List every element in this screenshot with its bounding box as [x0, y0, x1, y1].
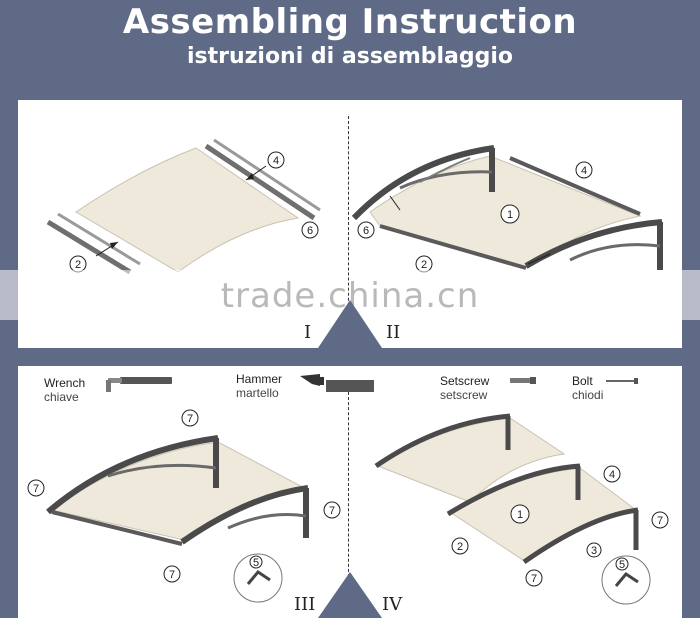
tool-wrench: Wrench chiave [44, 376, 85, 404]
part-1-label: 1 [507, 209, 513, 221]
notch-top [318, 300, 382, 348]
tool-setscrew: Setscrew setscrew [440, 374, 489, 402]
part-6-marker [357, 221, 375, 239]
part-4-label: 4 [273, 155, 279, 167]
svg-text:5: 5 [619, 559, 625, 571]
bolt-icon [606, 378, 638, 384]
part-1-marker [500, 204, 520, 224]
step-label-2: II [386, 322, 401, 343]
step-label-3: III [294, 594, 316, 615]
tool-wrench-name: Wrench [44, 376, 86, 390]
tool-wrench-sub: chiave [44, 390, 79, 404]
tool-bolt-sub: chiodi [572, 388, 604, 402]
svg-text:7: 7 [169, 569, 175, 581]
part-4-label: 4 [581, 165, 587, 177]
svg-text:2: 2 [457, 541, 463, 553]
svg-text:7: 7 [531, 573, 537, 585]
tool-hammer-sub: martello [236, 386, 279, 400]
svg-text:7: 7 [329, 505, 335, 517]
notch-bottom [318, 572, 382, 618]
setscrew-icon [510, 377, 536, 384]
page-title: Assembling Instruction [122, 2, 578, 42]
tool-setscrew-sub: setscrew [440, 388, 488, 402]
step-divider-bottom [348, 392, 349, 582]
step-label-1: I [304, 322, 312, 343]
step-divider-top [348, 116, 349, 326]
part-4-marker [267, 151, 285, 169]
rail-bottom [46, 219, 132, 275]
tool-bolt-name: Bolt [572, 374, 593, 388]
svg-text:7: 7 [187, 413, 193, 425]
polycarbonate-sheet [75, 147, 300, 273]
step-2-illustration: 1 4 6 2 [351, 145, 663, 273]
step-4-illustration: 1 4 7 2 3 7 5 [374, 413, 669, 605]
svg-text:7: 7 [657, 515, 663, 527]
step-3-illustration: 7 7 7 7 5 [27, 409, 341, 603]
part-6-marker [301, 221, 319, 239]
tool-hammer-name: Hammer [236, 372, 283, 386]
rail-top [204, 143, 316, 221]
part-4-marker [575, 161, 593, 179]
polycarbonate-sheet [50, 441, 310, 541]
part-2-label: 2 [421, 259, 427, 271]
hammer-icon [300, 374, 374, 392]
tool-hammer: Hammer martello [236, 372, 282, 400]
part-2-label: 2 [75, 259, 81, 271]
detail-circle [233, 553, 283, 603]
step-1-illustration: 4 6 2 [46, 138, 321, 275]
tool-setscrew-name: Setscrew [440, 374, 490, 388]
tool-bolt: Bolt chiodi [572, 374, 603, 402]
part-6-label: 6 [363, 225, 369, 237]
svg-text:3: 3 [591, 545, 597, 557]
svg-text:1: 1 [517, 509, 523, 521]
left-bracket-arc [351, 145, 495, 221]
step-label-4: IV [382, 594, 403, 615]
svg-text:7: 7 [33, 483, 39, 495]
svg-text:4: 4 [609, 469, 615, 481]
page-subtitle: istruzioni di assemblaggio [186, 44, 514, 69]
svg-text:5: 5 [253, 557, 259, 569]
wrench-icon [106, 377, 172, 392]
part-6-label: 6 [307, 225, 313, 237]
